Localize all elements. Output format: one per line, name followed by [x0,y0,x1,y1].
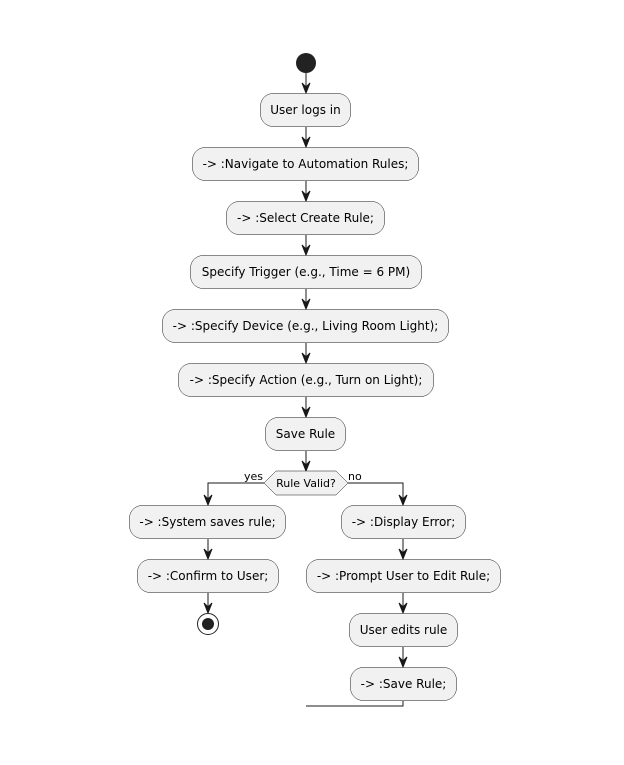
decision-rule-valid: Rule Valid? [263,470,349,496]
activity-specify-action: -> :Specify Action (e.g., Turn on Light)… [178,363,434,397]
activity-label: -> :Display Error; [352,515,456,529]
activity-label: -> :Confirm to User; [148,569,269,583]
activity-prompt-user-edit-rule: -> :Prompt User to Edit Rule; [306,559,501,593]
activity-navigate-automation-rules: -> :Navigate to Automation Rules; [192,147,419,181]
activity-specify-trigger: Specify Trigger (e.g., Time = 6 PM) [190,255,422,289]
activity-specify-device: -> :Specify Device (e.g., Living Room Li… [162,309,449,343]
activity-select-create-rule: -> :Select Create Rule; [226,201,385,235]
activity-save-rule-again: -> :Save Rule; [350,667,457,701]
branch-edges [203,482,408,707]
start-node [296,53,316,73]
activity-user-edits-rule: User edits rule [349,613,458,647]
activity-label: User logs in [270,103,340,117]
activity-label: User edits rule [360,623,448,637]
activity-label: -> :System saves rule; [139,515,275,529]
activity-system-saves-rule: -> :System saves rule; [129,505,286,539]
activity-label: -> :Navigate to Automation Rules; [203,157,409,171]
activity-label: -> :Specify Device (e.g., Living Room Li… [173,319,439,333]
activity-confirm-to-user: -> :Confirm to User; [137,559,279,593]
decision-no-label: no [348,470,362,483]
end-node [197,613,219,635]
activity-label: Specify Trigger (e.g., Time = 6 PM) [202,265,410,279]
activity-label: -> :Prompt User to Edit Rule; [317,569,490,583]
activity-save-rule: Save Rule [265,417,346,451]
activity-label: Save Rule [276,427,335,441]
decision-label: Rule Valid? [276,477,336,490]
main-flow-edges [301,73,311,473]
decision-yes-label: yes [244,470,263,483]
activity-user-logs-in: User logs in [260,93,351,127]
activity-label: -> :Select Create Rule; [237,211,374,225]
activity-label: -> :Save Rule; [361,677,447,691]
activity-display-error: -> :Display Error; [341,505,466,539]
activity-label: -> :Specify Action (e.g., Turn on Light)… [190,373,423,387]
